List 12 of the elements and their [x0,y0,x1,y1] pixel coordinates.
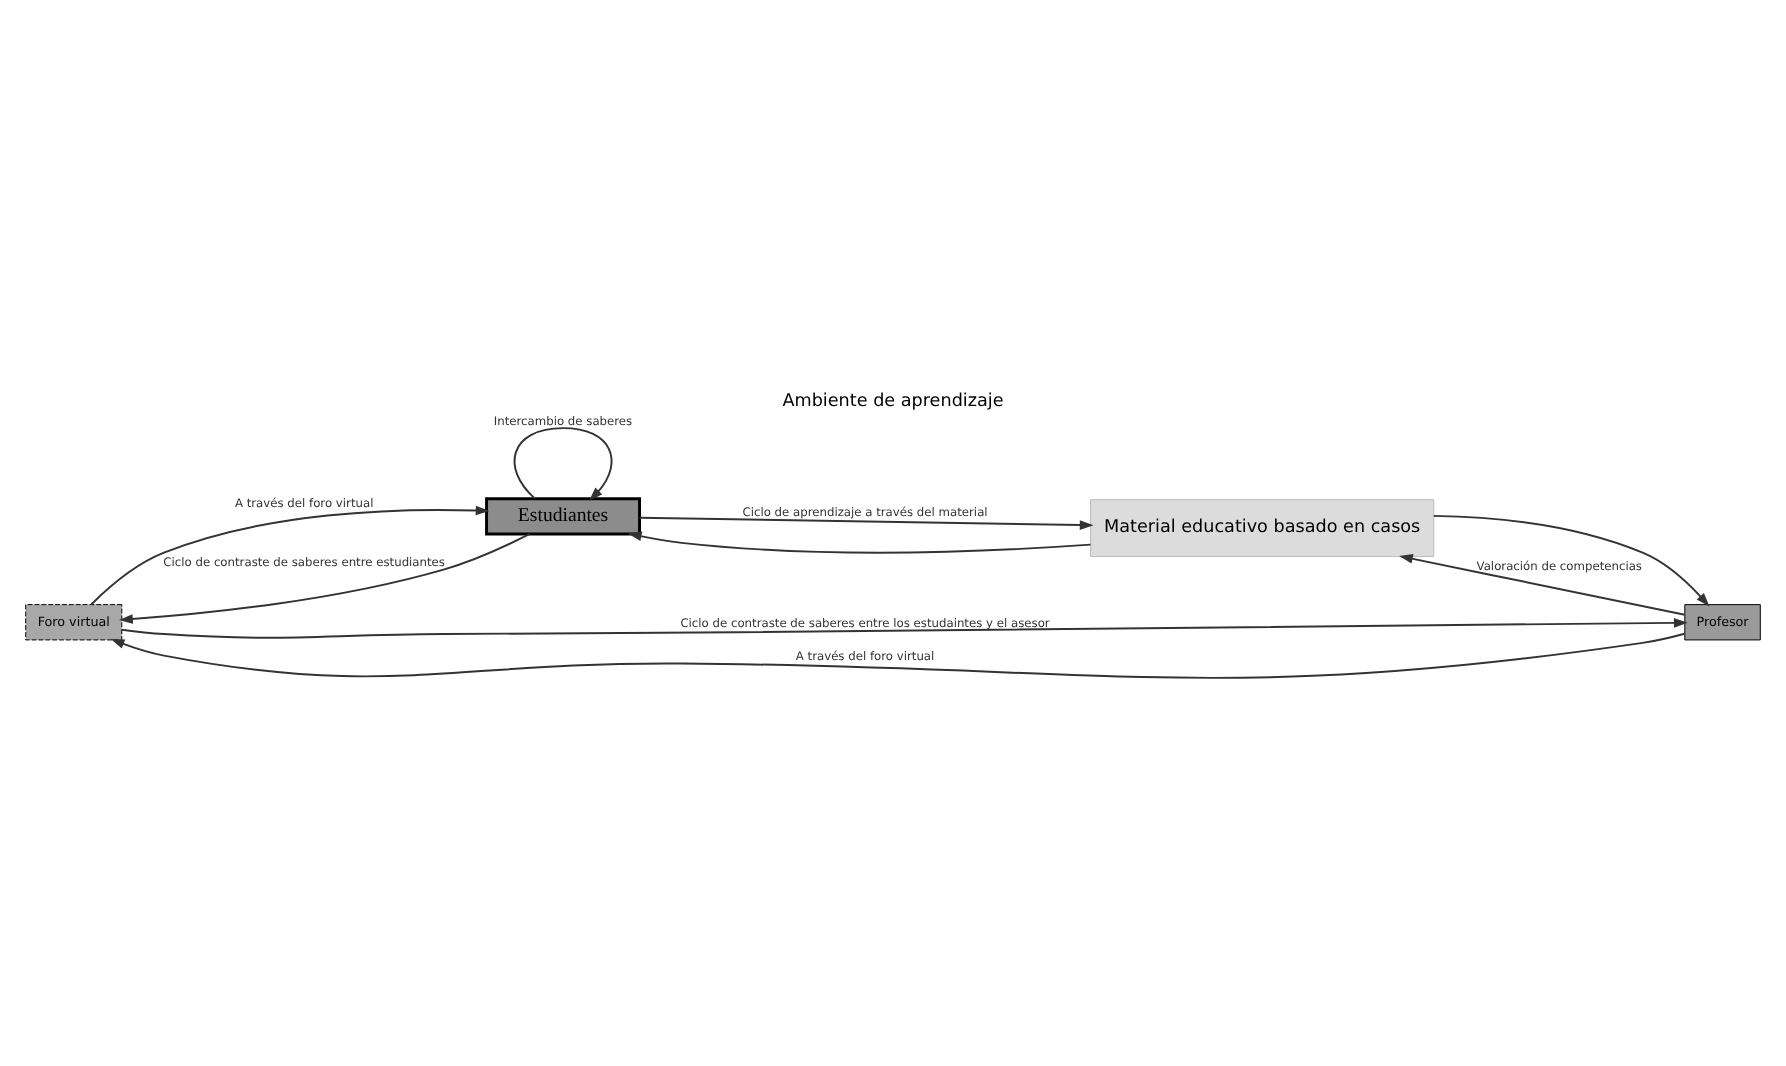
arrow [1399,554,1686,616]
arrow [513,427,613,501]
arrow [90,505,490,606]
node-box: Estudiantes [485,497,641,536]
arrow [627,531,1092,554]
arrow [120,618,1688,639]
arrow [1432,514,1710,607]
arrow [638,516,1094,530]
diagram-title: Ambiente de aprendizaje [782,391,1004,412]
node-box: Material educativo basado en casos [1090,499,1435,558]
arrow [110,632,1686,679]
arrow [119,533,531,624]
